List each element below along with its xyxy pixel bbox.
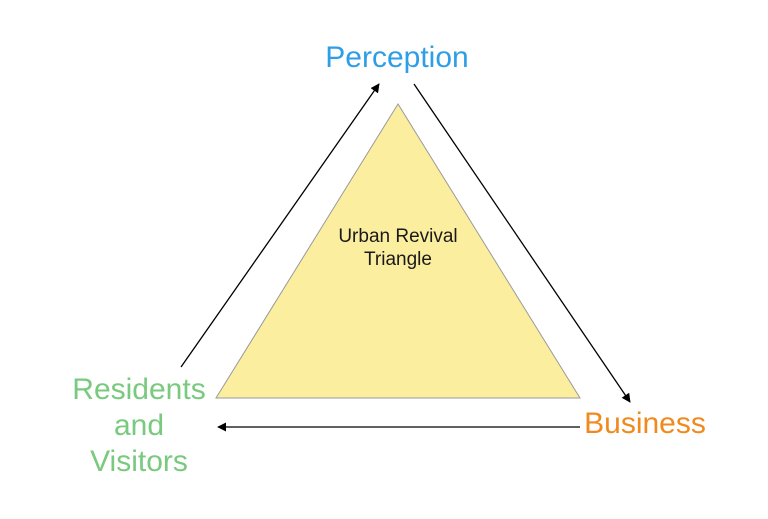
residents-node-line-2: and [113, 409, 165, 442]
arrow-residents-to-perception [180, 83, 380, 368]
business-node: Business [584, 407, 706, 440]
arrow-perception-to-business [413, 83, 631, 403]
triangle-title: Urban Revival Triangle [300, 226, 496, 272]
triangle-title-line-1: Urban Revival [338, 226, 458, 247]
perception-node: Perception [325, 41, 469, 74]
residents-node-line-1: Residents [72, 373, 206, 406]
residents-and-visitors-node: Residents and Visitors [62, 372, 216, 480]
urban-revival-triangle [215, 103, 581, 399]
residents-node-line-3: Visitors [90, 445, 188, 478]
triangle-title-line-2: Triangle [364, 248, 432, 270]
